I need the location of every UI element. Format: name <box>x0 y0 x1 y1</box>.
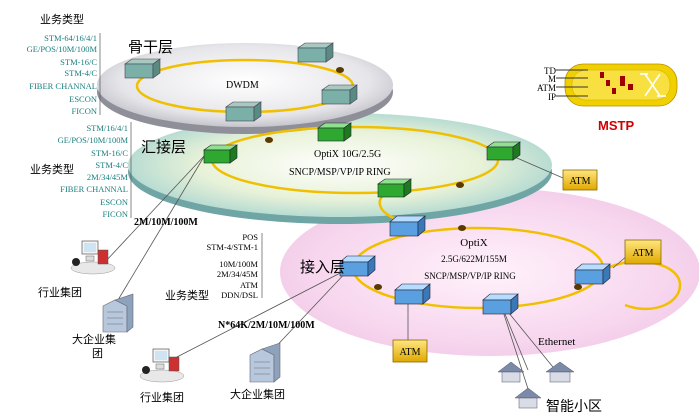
service-item: STM-4/C <box>64 68 97 78</box>
conv-link-label: 2M/10M/100M <box>134 217 198 228</box>
service-item: FIBER CHANNAL <box>60 184 128 194</box>
service-item: STM-16/C <box>60 57 97 67</box>
service-panel-title: 业务类型 <box>30 162 74 176</box>
backbone-layer-title: 骨干层 <box>128 38 173 56</box>
service-item: FIBER CHANNAL <box>29 81 97 91</box>
service-item: 2M/34/45M <box>217 269 259 279</box>
access-node-1 <box>389 215 426 237</box>
service-item: STM/16/4/1 <box>86 123 128 133</box>
atm-label: ATM <box>632 248 653 259</box>
enterprise-label-1-line1: 大企业集 <box>72 332 116 346</box>
access-link-label: N*64K/2M/10M/100M <box>218 320 315 331</box>
backbone-nodes <box>124 42 358 122</box>
backbone-node-3 <box>321 84 358 105</box>
service-item: ESCON <box>100 197 128 207</box>
service-item: FICON <box>102 209 128 219</box>
service-item: STM-64/16/4/1 <box>44 33 97 43</box>
convergence-ring-label-1: OptiX 10G/2.5G <box>314 149 381 160</box>
convergence-node-4 <box>377 178 412 198</box>
atm-box-access-right: ATM <box>624 239 662 265</box>
access-ring-label-2: 2.5G/622M/155M <box>441 254 507 264</box>
access-node-5 <box>574 263 611 285</box>
service-item: 10M/100M <box>219 259 258 269</box>
convergence-service-panel: 业务类型 STM/16/4/1 GE/POS/10M/100M STM-16/C… <box>30 122 132 219</box>
service-item: STM-4/STM-1 <box>207 242 258 252</box>
enterprise-building-icon-1 <box>102 293 134 333</box>
mstp-input-label: ATM <box>537 83 556 93</box>
mstp-input-label: TD <box>544 66 556 76</box>
mstp-input-label: IP <box>548 92 556 102</box>
atm-box-conv: ATM <box>562 169 598 191</box>
access-node-2 <box>339 255 376 277</box>
atm-box-access-bottom: ATM <box>392 339 428 363</box>
house-icon-2 <box>545 361 575 383</box>
service-item: ESCON <box>69 94 97 104</box>
house-icon-1 <box>497 361 525 383</box>
access-ring-label-3: SNCP/MSP/VP/IP RING <box>424 271 516 281</box>
access-ring-label-1: OptiX <box>460 237 488 249</box>
service-panel-title: 业务类型 <box>165 288 209 302</box>
access-node-4 <box>482 293 519 315</box>
service-item: ATM <box>240 280 258 290</box>
convergence-node-2 <box>317 122 352 142</box>
access-layer-platter <box>280 188 699 356</box>
atm-label: ATM <box>569 176 590 187</box>
smart-community-label: 智能小区 <box>546 399 602 415</box>
mstp-device: TD M ATM IP MSTP <box>537 63 678 133</box>
backbone-ring-label: DWDM <box>226 80 259 91</box>
backbone-service-panel: 业务类型 STM-64/16/4/1 GE/POS/10M/100M STM-1… <box>27 12 101 116</box>
backbone-node-1 <box>124 58 161 79</box>
service-panel-title: 业务类型 <box>40 12 84 26</box>
industry-group-label-2: 行业集团 <box>140 390 184 404</box>
mstp-input-label: M <box>548 74 556 84</box>
mstp-title: MSTP <box>598 118 634 133</box>
service-item: GE/POS/10M/100M <box>58 135 129 145</box>
access-layer-title: 接入层 <box>300 258 345 276</box>
service-item: STM-4/C <box>95 160 128 170</box>
enterprise-label-1-line2: 团 <box>92 347 103 360</box>
service-item: POS <box>242 232 258 242</box>
enterprise-building-icon-2 <box>249 342 281 383</box>
atm-label: ATM <box>399 347 420 358</box>
access-node-3 <box>394 283 431 305</box>
convergence-layer-title: 汇接层 <box>141 138 186 156</box>
service-item: DDN/DSL <box>221 290 258 300</box>
convergence-node-3 <box>486 141 521 161</box>
service-item: STM-16/C <box>91 148 128 158</box>
ethernet-label: Ethernet <box>538 336 575 348</box>
house-icon-3 <box>514 387 542 409</box>
fiber-markers <box>265 67 582 290</box>
industry-group-label-1: 行业集团 <box>38 285 82 299</box>
enterprise-label-2: 大企业集团 <box>230 387 285 401</box>
industry-group-icon-1 <box>70 240 116 275</box>
convergence-nodes <box>203 122 521 198</box>
service-item: GE/POS/10M/100M <box>27 44 98 54</box>
backbone-node-4 <box>225 101 262 122</box>
service-item: 2M/34/45M <box>87 172 129 182</box>
access-nodes <box>339 215 611 315</box>
access-service-panel: POS STM-4/STM-1 10M/100M 2M/34/45M ATM D… <box>165 232 263 302</box>
convergence-node-1 <box>203 144 238 164</box>
service-item: FICON <box>71 106 97 116</box>
industry-group-icon-2 <box>139 348 185 383</box>
backbone-node-2 <box>297 42 334 63</box>
convergence-ring-label-2: SNCP/MSP/VP/IP RING <box>289 167 391 178</box>
